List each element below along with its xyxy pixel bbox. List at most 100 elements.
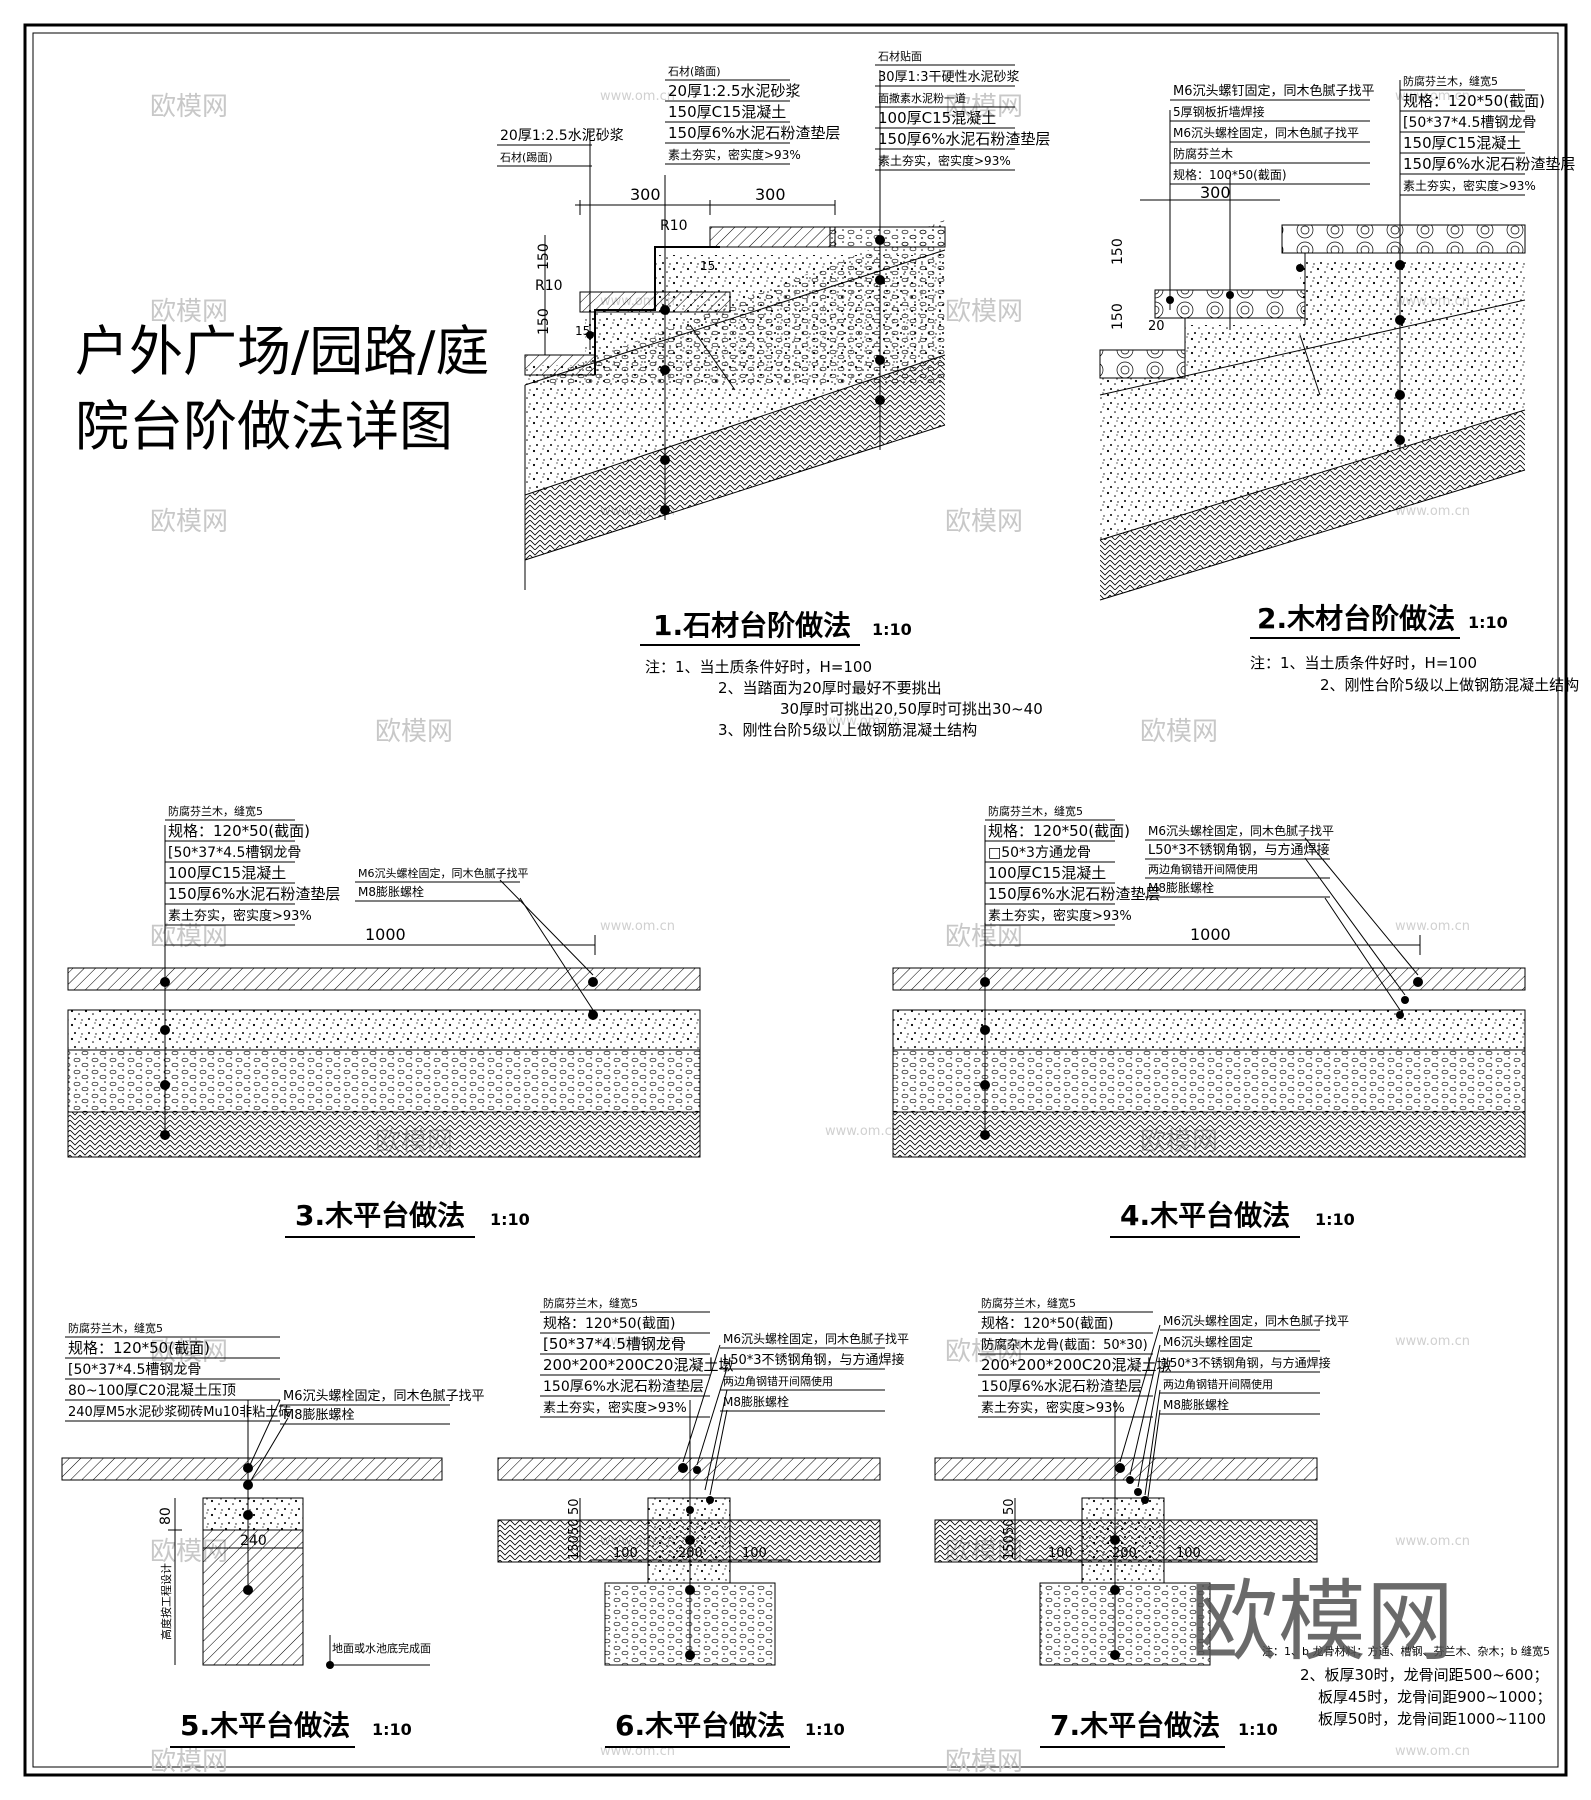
d6-dim-150: 150: [567, 1535, 582, 1560]
d2-deck-upper: [1281, 224, 1526, 254]
watermark-url-16: www.om.cn: [825, 1124, 900, 1139]
d1-scale: 1:10: [872, 620, 912, 639]
d5-bottom-label: 地面或水池底完成面: [332, 1641, 431, 1655]
d4-deck-boards: [892, 967, 1526, 991]
d2-deck-lower: [1099, 349, 1186, 379]
d2-dim-20: 20: [1148, 319, 1165, 334]
d2-note-2: 2、刚性台阶5级以上做钢筋混凝土结构: [1320, 676, 1579, 694]
d7-pier: [1081, 1497, 1165, 1584]
d1-note-4: 3、刚性台阶5级以上做钢筋混凝土结构: [718, 721, 977, 739]
d7-footing: [1039, 1582, 1211, 1666]
d4-labels-label-2: □50*3方通龙骨: [988, 845, 1091, 861]
d1-dim-r10a: R10: [660, 218, 688, 234]
d2-note-1: 注：1、当土质条件好时，H=100: [1250, 654, 1477, 672]
d1-dim-300a: 300: [630, 185, 661, 204]
d2-left-label-2: M6沉头螺栓固定，同木色腻子找平: [1173, 125, 1359, 140]
d1-right-label-5: 素土夯实，密实度>93%: [878, 153, 1011, 168]
watermark-url-10: www.om.cn: [600, 1334, 675, 1349]
d2-dim-300: 300: [1200, 183, 1231, 202]
d4-soil: [892, 1111, 1526, 1158]
d7-right-label-1: M6沉头螺栓固定: [1163, 1334, 1253, 1349]
d6-dim-50b: 50: [567, 1518, 582, 1535]
d5-cap: [202, 1497, 304, 1531]
detail-5-deck: 防腐芬兰木，缝宽5规格：120*50(截面)[50*37*4.5槽钢龙骨80~1…: [61, 1321, 485, 1748]
d6-dim-100a: 100: [613, 1546, 638, 1561]
d6-labels-label-2: [50*37*4.5槽钢龙骨: [543, 1335, 686, 1353]
d6-right-label-1: L50*3不锈钢角钢，与方通焊接: [723, 1352, 905, 1368]
d4-labels-label-4: 150厚6%水泥石粉渣垫层: [988, 885, 1160, 903]
d5-scale: 1:10: [372, 1720, 412, 1739]
watermark-url-5: www.om.cn: [1395, 504, 1470, 519]
watermark-url-6: www.om.cn: [825, 714, 900, 729]
d1-dim-150a: 150: [536, 243, 552, 270]
detail-1-stone-steps: 石材(踏面)20厚1:2.5水泥砂浆150厚C15混凝土150厚6%水泥石粉渣垫…: [497, 49, 1050, 739]
watermark-11: 欧模网: [945, 1337, 1023, 1367]
watermark-15: 欧模网: [945, 1747, 1023, 1777]
d2-gravel-layer: [1100, 300, 1525, 540]
d1-dim-150b: 150: [536, 308, 552, 335]
watermark-5: 欧模网: [945, 507, 1023, 537]
d3-labels-label-2: [50*37*4.5槽钢龙骨: [168, 845, 301, 861]
d4-right-label-3: M8膨胀螺栓: [1148, 880, 1214, 895]
d2-title: 2.木材台阶做法: [1257, 602, 1455, 635]
d1-dim-15a: 15: [700, 259, 715, 273]
d4-title: 4.木平台做法: [1120, 1199, 1290, 1232]
watermark-url-8: www.om.cn: [600, 919, 675, 934]
d3-labels-label-3: 100厚C15混凝土: [168, 864, 286, 882]
d1-right-label-4: 150厚6%水泥石粉渣垫层: [878, 130, 1050, 148]
watermark-14: 欧模网: [150, 1747, 228, 1777]
watermark-url-0: www.om.cn: [600, 89, 675, 104]
d1-left-label-1: 石材(踢面): [500, 150, 553, 164]
d7-title: 7.木平台做法: [1050, 1709, 1220, 1742]
d2-soil-layer: [1100, 410, 1525, 600]
d3-dim-1000: 1000: [365, 925, 406, 944]
d1-right-label-3: 100厚C15混凝土: [878, 109, 996, 127]
d1-gravel-layer: [525, 250, 945, 495]
d1-tread-upper: [709, 226, 836, 248]
d4-labels-label-1: 规格：120*50(截面): [988, 822, 1130, 840]
d6-right-label-0: M6沉头螺栓固定，同木色腻子找平: [723, 1331, 909, 1346]
d1-mid-label-1: 20厚1:2.5水泥砂浆: [668, 82, 801, 100]
watermark-9: 欧模网: [945, 922, 1023, 952]
d4-right-label-2: 两边角钢错开间隔使用: [1148, 862, 1258, 876]
d3-labels-label-0: 防腐芬兰木，缝宽5: [168, 804, 263, 818]
d4-right-label-0: M6沉头螺栓固定，同木色腻子找平: [1148, 823, 1334, 838]
d5-labels-label-0: 防腐芬兰木，缝宽5: [68, 1321, 163, 1335]
d1-note-2: 2、当踏面为20厚时最好不要挑出: [718, 679, 942, 697]
d4-dim-1000: 1000: [1190, 925, 1231, 944]
d4-right-label-1: L50*3不锈钢角钢，与方通焊接: [1148, 842, 1330, 858]
d5-dim-80: 80: [158, 1507, 174, 1525]
d5-right-label-1: M8膨胀螺栓: [283, 1408, 355, 1423]
d7-right-label-2: L50*3不锈钢角钢，与方通焊接: [1163, 1355, 1331, 1370]
d4-concrete: [892, 1009, 1526, 1051]
d6-labels-label-4: 150厚6%水泥石粉渣垫层: [543, 1379, 704, 1395]
d7-scale: 1:10: [1238, 1720, 1278, 1739]
watermark-url-15: www.om.cn: [1395, 1744, 1470, 1759]
d2-right-label-3: 150厚C15混凝土: [1403, 134, 1521, 152]
detail-3-deck: 防腐芬兰木，缝宽5规格：120*50(截面)[50*37*4.5槽钢龙骨100厚…: [67, 804, 701, 1238]
d1-note-3: 30厚时可挑出20,50厚时可挑出30~40: [780, 700, 1043, 718]
d1-mid-label-4: 素土夯实，密实度>93%: [668, 147, 801, 162]
d1-mid-label-0: 石材(踏面): [668, 64, 721, 78]
d2-right-label-1: 规格：120*50(截面): [1403, 92, 1545, 110]
d2-right-label-5: 素土夯实，密实度>93%: [1403, 178, 1536, 193]
d2-dim-150b: 150: [1110, 303, 1126, 330]
d2-dim-150a: 150: [1110, 238, 1126, 265]
d3-right-label-1: M8膨胀螺栓: [358, 884, 424, 899]
d2-left-label-0: M6沉头螺钉固定，同木色腻子找平: [1173, 83, 1375, 99]
d7-note-3: 板厚45时，龙骨间距900~1000；: [1318, 1688, 1551, 1706]
d4-labels-label-3: 100厚C15混凝土: [988, 864, 1106, 882]
d6-labels-label-5: 素土夯实，密实度>93%: [543, 1400, 687, 1416]
d5-labels-label-3: 80~100厚C20混凝土压顶: [68, 1383, 236, 1399]
d2-right-label-0: 防腐芬兰木，缝宽5: [1403, 74, 1498, 88]
detail-6-deck: 防腐芬兰木，缝宽5规格：120*50(截面)[50*37*4.5槽钢龙骨200*…: [497, 1296, 909, 1748]
watermark-4: 欧模网: [150, 507, 228, 537]
d3-right-label-0: M6沉头螺栓固定，同木色腻子找平: [358, 866, 529, 880]
d7-dim-50a: 50: [1002, 1498, 1017, 1515]
d7-labels-label-1: 规格：120*50(截面): [981, 1316, 1113, 1332]
watermark-url-13: www.om.cn: [1395, 1534, 1470, 1549]
d7-labels-label-0: 防腐芬兰木，缝宽5: [981, 1296, 1076, 1310]
sheet-border-outer: [23, 23, 1568, 1777]
watermark-url-9: www.om.cn: [1395, 919, 1470, 934]
d4-scale: 1:10: [1315, 1210, 1355, 1229]
